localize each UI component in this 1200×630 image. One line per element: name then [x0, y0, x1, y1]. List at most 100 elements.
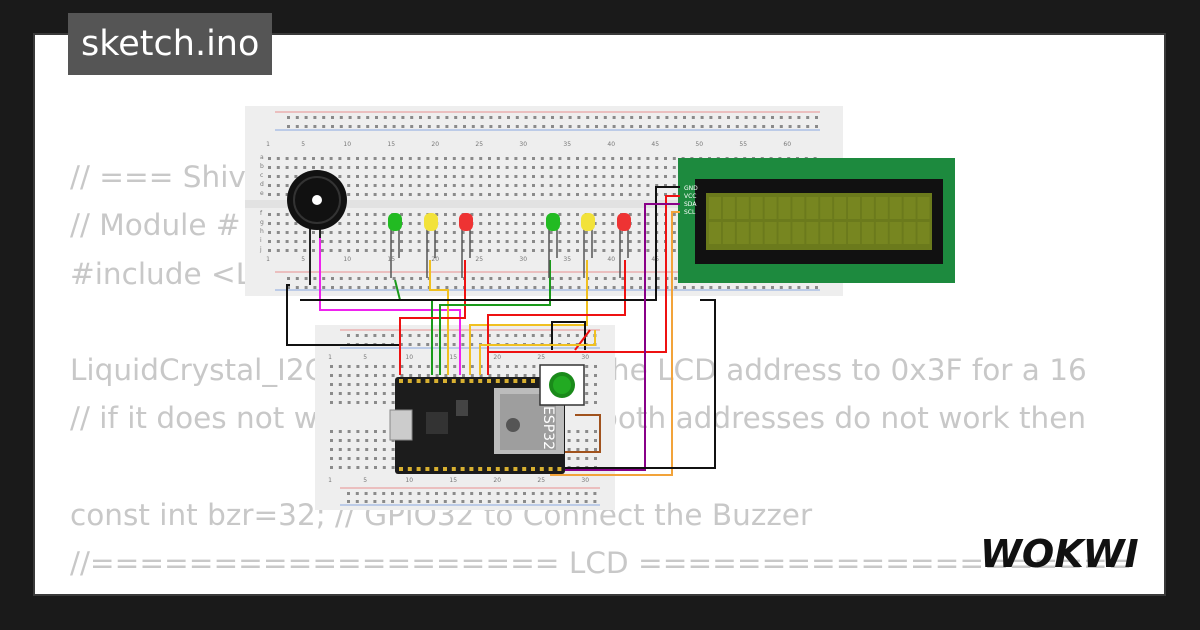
- breadboard-hole: [575, 500, 579, 503]
- breadboard-hole: [488, 249, 491, 252]
- breadboard-hole: [347, 374, 351, 377]
- breadboard-hole: [584, 166, 588, 169]
- column-number: 60: [783, 141, 791, 148]
- breadboard-hole: [505, 249, 509, 252]
- breadboard-hole: [364, 222, 368, 225]
- breadboard-hole: [489, 286, 493, 289]
- breadboard-hole: [611, 166, 615, 169]
- breadboard-hole: [435, 500, 438, 503]
- breadboard-hole: [532, 157, 535, 160]
- column-number: 1: [328, 477, 332, 484]
- breadboard-hole: [515, 125, 519, 128]
- breadboard-hole: [540, 222, 544, 225]
- breadboard-hole: [391, 374, 395, 377]
- push-button[interactable]: [539, 364, 585, 406]
- code-line: // if it does not w both addresses do no…: [70, 401, 1087, 436]
- breadboard-hole: [470, 240, 474, 243]
- breadboard-hole: [364, 213, 368, 216]
- led-green-1[interactable]: [388, 213, 402, 278]
- breadboard-hole: [488, 184, 491, 187]
- lcd-module[interactable]: GND VCC SDA SCL: [678, 158, 955, 283]
- breadboard-hole: [435, 213, 439, 216]
- breadboard-hole: [621, 125, 625, 128]
- breadboard-hole: [630, 125, 634, 128]
- breadboard-hole: [595, 277, 598, 280]
- breadboard-hole: [498, 125, 502, 128]
- breadboard-hole: [452, 343, 456, 346]
- breadboard-hole: [593, 166, 597, 169]
- breadboard-hole: [443, 492, 447, 495]
- sketch-title-tab[interactable]: sketch.ino: [68, 13, 273, 75]
- breadboard-hole: [514, 500, 518, 503]
- breadboard-hole: [664, 166, 667, 169]
- breadboard-hole: [489, 277, 493, 280]
- breadboard-hole: [576, 157, 579, 160]
- breadboard-hole: [426, 343, 430, 346]
- breadboard-hole: [558, 249, 562, 252]
- breadboard-hole: [320, 249, 324, 252]
- row-letter: j: [259, 246, 262, 253]
- breadboard-hole: [639, 125, 642, 128]
- breadboard-hole: [364, 193, 368, 196]
- breadboard-hole: [709, 286, 713, 289]
- wires: [286, 186, 716, 476]
- esp32-pin: [460, 467, 465, 471]
- breadboard-hole: [408, 222, 412, 225]
- breadboard-hole: [347, 157, 351, 160]
- breadboard-hole: [576, 240, 579, 243]
- breadboard-hole: [408, 175, 412, 178]
- led-red-2[interactable]: [617, 213, 631, 278]
- breadboard-hole: [584, 193, 588, 196]
- breadboard-hole: [496, 222, 500, 225]
- breadboard-hole: [797, 125, 801, 128]
- breadboard-hole: [401, 125, 405, 128]
- buzzer[interactable]: [287, 170, 347, 285]
- wire-red-led1: [399, 260, 466, 375]
- breadboard-hole: [365, 448, 369, 451]
- breadboard-hole: [470, 492, 474, 495]
- breadboard-hole: [575, 492, 579, 495]
- breadboard-hole: [322, 277, 326, 280]
- breadboard-hole: [454, 116, 458, 119]
- breadboard-hole: [356, 466, 360, 469]
- led-yellow-1[interactable]: [424, 213, 438, 278]
- breadboard-hole: [294, 240, 298, 243]
- breadboard-hole: [735, 116, 739, 119]
- breadboard-hole: [505, 492, 509, 495]
- breadboard-hole: [304, 277, 308, 280]
- breadboard-hole: [540, 166, 544, 169]
- breadboard-hole: [452, 157, 456, 160]
- breadboard-hole: [400, 166, 403, 169]
- breadboard-hole: [452, 500, 456, 503]
- breadboard-hole: [426, 374, 430, 377]
- led-yellow-2[interactable]: [581, 213, 595, 278]
- breadboard-hole: [576, 439, 580, 442]
- led-red-1[interactable]: [459, 213, 473, 278]
- wire-black-lcd-gnd: [300, 186, 680, 301]
- breadboard-hole: [320, 166, 324, 169]
- breadboard-hole: [470, 365, 474, 368]
- breadboard-hole: [330, 448, 333, 451]
- breadboard-hole: [558, 166, 562, 169]
- breadboard-hole: [762, 125, 766, 128]
- breadboard-hole: [339, 286, 343, 289]
- code-line: // Module #: [70, 208, 241, 243]
- led-green-2[interactable]: [546, 213, 560, 278]
- breadboard-hole: [408, 492, 412, 495]
- breadboard-hole: [365, 430, 369, 433]
- breadboard-hole: [338, 439, 342, 442]
- breadboard-hole: [338, 383, 342, 386]
- breadboard-hole: [356, 240, 359, 243]
- breadboard-hole: [313, 286, 317, 289]
- esp32-board[interactable]: ESP32: [389, 377, 565, 474]
- breadboard-hole: [540, 492, 544, 495]
- breadboard-hole: [452, 175, 456, 178]
- breadboard-hole: [287, 125, 290, 128]
- breadboard-hole: [647, 277, 651, 280]
- breadboard-hole: [454, 125, 458, 128]
- breadboard-hole: [391, 365, 395, 368]
- breadboard-hole: [347, 249, 351, 252]
- breadboard-hole: [523, 157, 527, 160]
- breadboard-hole: [584, 240, 588, 243]
- breadboard-hole: [620, 249, 623, 252]
